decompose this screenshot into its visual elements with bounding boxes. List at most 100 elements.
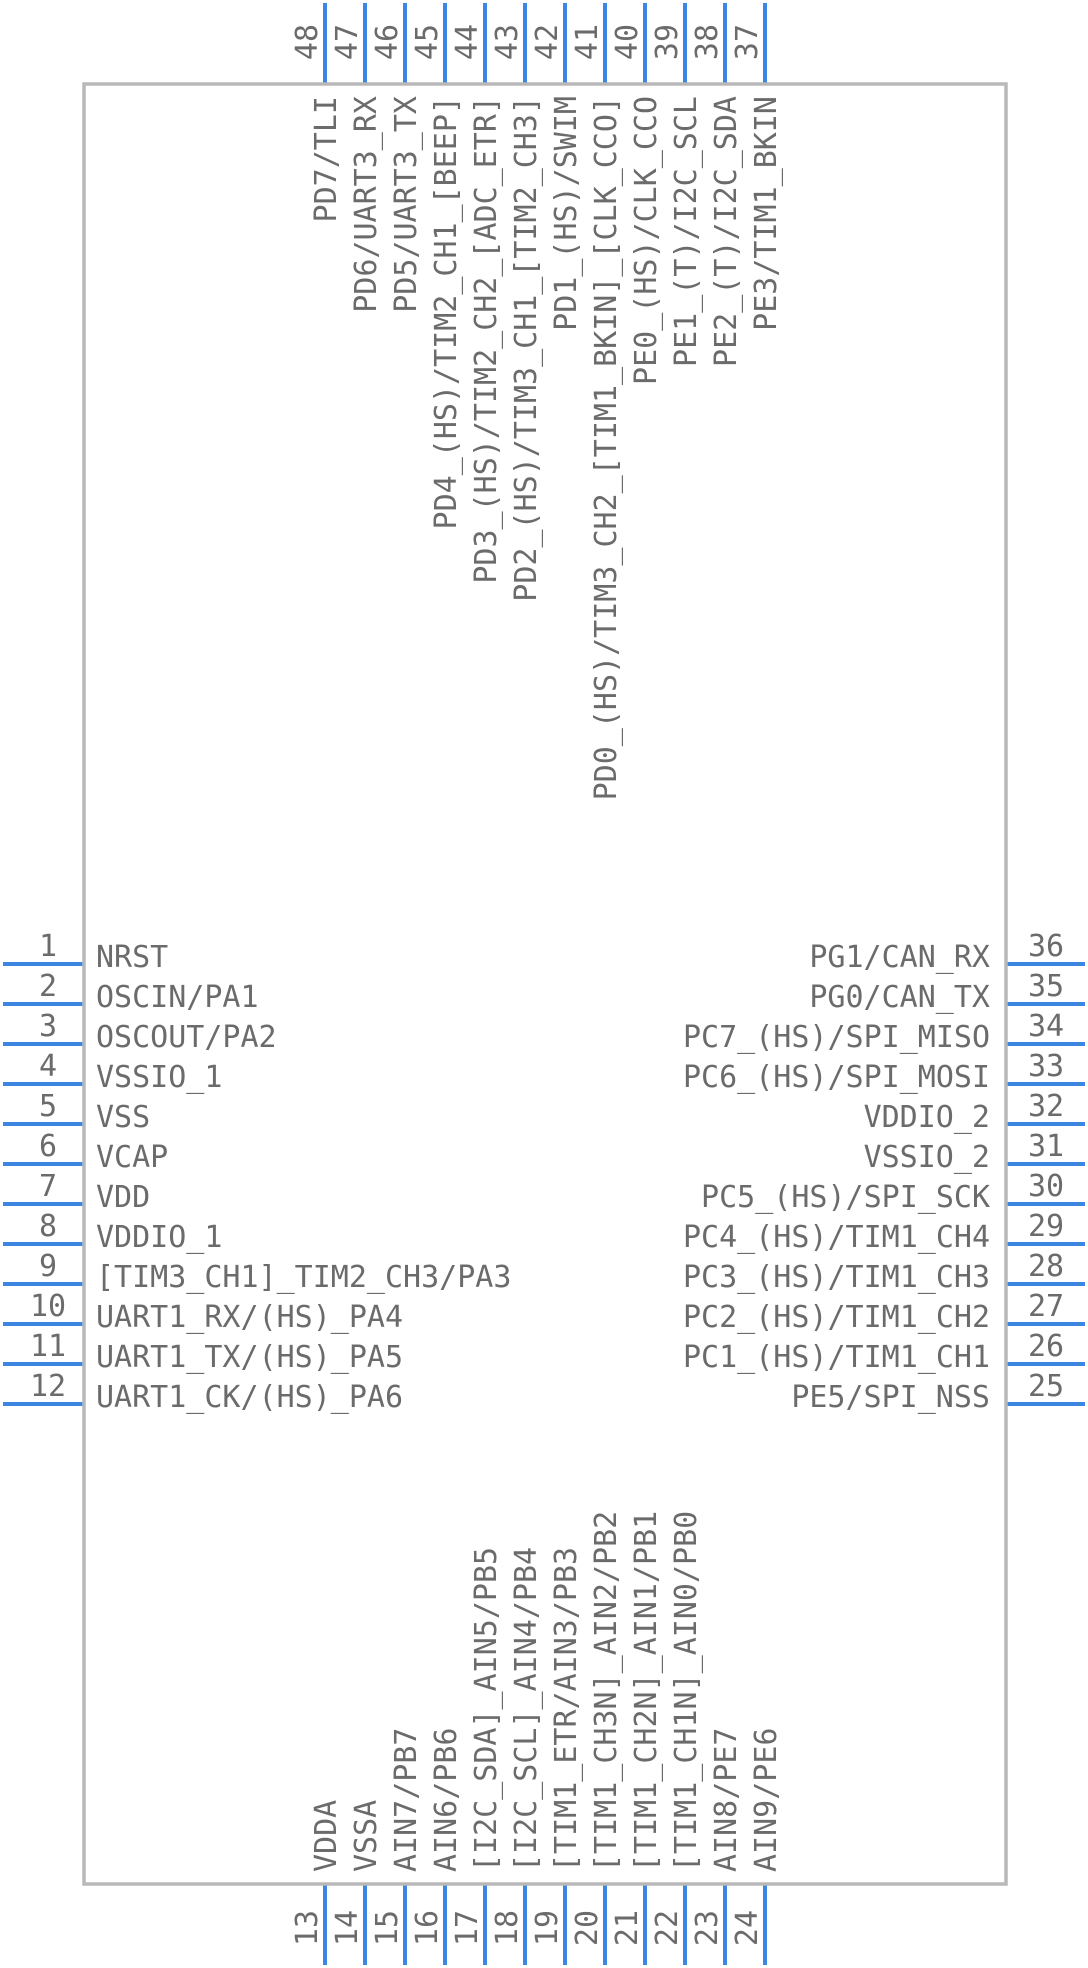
pin-number-3: 3 [39,1009,57,1044]
pin-number-11: 11 [30,1329,66,1364]
pin-number-28: 28 [1028,1249,1064,1284]
pin-number-22: 22 [650,1910,685,1946]
pin-number-45: 45 [410,24,445,60]
pin-number-9: 9 [39,1249,57,1284]
pin-number-25: 25 [1028,1369,1064,1404]
pin-label-11: UART1_TX/(HS)_PA5 [96,1340,403,1375]
pin-label-38: PE2_(T)/I2C_SDA [709,96,744,367]
pin-label-4: VSSIO_1 [96,1060,222,1095]
pin-label-39: PE1_(T)/I2C_SCL [669,96,704,367]
pin-label-31: VSSIO_2 [864,1140,990,1175]
pin-number-31: 31 [1028,1129,1064,1164]
pin-label-8: VDDIO_1 [96,1220,222,1255]
pin-number-1: 1 [39,929,57,964]
pin-number-43: 43 [490,24,525,60]
pin-number-48: 48 [290,24,325,60]
pin-label-7: VDD [96,1180,150,1215]
pin-label-34: PC7_(HS)/SPI_MISO [683,1020,990,1055]
pin-number-41: 41 [570,24,605,60]
pin-label-41: PD0_(HS)/TIM3_CH2_[TIM1_BKIN]_[CLK_CCO] [589,96,624,800]
pin-label-1: NRST [96,940,168,975]
pin-label-32: VDDIO_2 [864,1100,990,1135]
pin-label-22: [TIM1_CH1N]_AIN0/PB0 [669,1511,704,1872]
pin-number-20: 20 [570,1910,605,1946]
pin-number-32: 32 [1028,1089,1064,1124]
pins-layer [3,3,1085,1965]
pin-label-40: PE0_(HS)/CLK_CCO [629,96,664,385]
pin-number-21: 21 [610,1910,645,1946]
pin-number-46: 46 [370,24,405,60]
pin-number-5: 5 [39,1089,57,1124]
pin-number-8: 8 [39,1209,57,1244]
pin-number-37: 37 [730,24,765,60]
pin-number-27: 27 [1028,1289,1064,1324]
pin-number-35: 35 [1028,969,1064,1004]
pin-label-27: PC2_(HS)/TIM1_CH2 [683,1300,990,1335]
pin-number-6: 6 [39,1129,57,1164]
pin-label-10: UART1_RX/(HS)_PA4 [96,1300,403,1335]
pin-number-29: 29 [1028,1209,1064,1244]
pin-label-14: VSSA [349,1800,384,1872]
pin-number-7: 7 [39,1169,57,1204]
pin-label-9: [TIM3_CH1]_TIM2_CH3/PA3 [96,1260,511,1295]
pin-number-44: 44 [450,24,485,60]
pin-number-4: 4 [39,1049,57,1084]
pin-label-24: AIN9/PE6 [749,1728,784,1873]
pin-label-37: PE3/TIM1_BKIN [749,96,784,331]
pin-number-24: 24 [730,1910,765,1946]
pin-label-23: AIN8/PE7 [709,1728,744,1873]
pin-number-16: 16 [410,1910,445,1946]
pin-label-42: PD1_(HS)/SWIM [549,96,584,331]
pin-number-30: 30 [1028,1169,1064,1204]
pin-number-47: 47 [330,24,365,60]
pin-number-13: 13 [290,1910,325,1946]
pin-number-2: 2 [39,969,57,1004]
pin-number-17: 17 [450,1910,485,1946]
pin-label-3: OSCOUT/PA2 [96,1020,277,1055]
pin-label-20: [TIM1_CH3N]_AIN2/PB2 [589,1511,624,1872]
pin-number-26: 26 [1028,1329,1064,1364]
pin-label-5: VSS [96,1100,150,1135]
pin-number-36: 36 [1028,929,1064,964]
chip-body [82,82,1008,1886]
pin-label-19: [TIM1_ETR/AIN3/PB3 [549,1547,584,1872]
pin-label-33: PC6_(HS)/SPI_MOSI [683,1060,990,1095]
pin-number-39: 39 [650,24,685,60]
pin-number-15: 15 [370,1910,405,1946]
pin-number-33: 33 [1028,1049,1064,1084]
pin-label-43: PD2_(HS)/TIM3_CH1_[TIM2_CH3] [509,96,544,602]
pin-label-48: PD7/TLI [309,96,344,222]
pin-number-10: 10 [30,1289,66,1324]
pin-label-6: VCAP [96,1140,168,1175]
pin-label-26: PC1_(HS)/TIM1_CH1 [683,1340,990,1375]
pin-number-34: 34 [1028,1009,1064,1044]
pin-label-17: [I2C_SDA]_AIN5/PB5 [469,1547,504,1872]
pin-label-35: PG0/CAN_TX [809,980,990,1015]
pin-label-46: PD5/UART3_TX [389,96,424,313]
pin-label-12: UART1_CK/(HS)_PA6 [96,1380,403,1415]
pin-number-38: 38 [690,24,725,60]
pin-number-18: 18 [490,1910,525,1946]
pin-label-45: PD4_(HS)/TIM2_CH1_[BEEP] [429,96,464,529]
pin-label-21: [TIM1_CH2N]_AIN1/PB1 [629,1511,664,1872]
pin-label-30: PC5_(HS)/SPI_SCK [701,1180,990,1215]
pin-number-42: 42 [530,24,565,60]
pin-label-47: PD6/UART3_RX [349,96,384,313]
pin-number-40: 40 [610,24,645,60]
pin-label-16: AIN6/PB6 [429,1728,464,1873]
pin-label-18: [I2C_SCL]_AIN4/PB4 [509,1547,544,1872]
pin-number-19: 19 [530,1910,565,1946]
pin-label-25: PE5/SPI_NSS [791,1380,990,1415]
pin-label-15: AIN7/PB7 [389,1728,424,1873]
pin-label-29: PC4_(HS)/TIM1_CH4 [683,1220,990,1255]
pin-label-28: PC3_(HS)/TIM1_CH3 [683,1260,990,1295]
pin-label-2: OSCIN/PA1 [96,980,259,1015]
pin-label-36: PG1/CAN_RX [809,940,990,975]
pin-label-44: PD3_(HS)/TIM2_CH2_[ADC_ETR] [469,96,504,584]
pin-number-23: 23 [690,1910,725,1946]
pin-number-12: 12 [30,1369,66,1404]
pin-number-14: 14 [330,1910,365,1946]
pin-label-13: VDDA [309,1800,344,1872]
